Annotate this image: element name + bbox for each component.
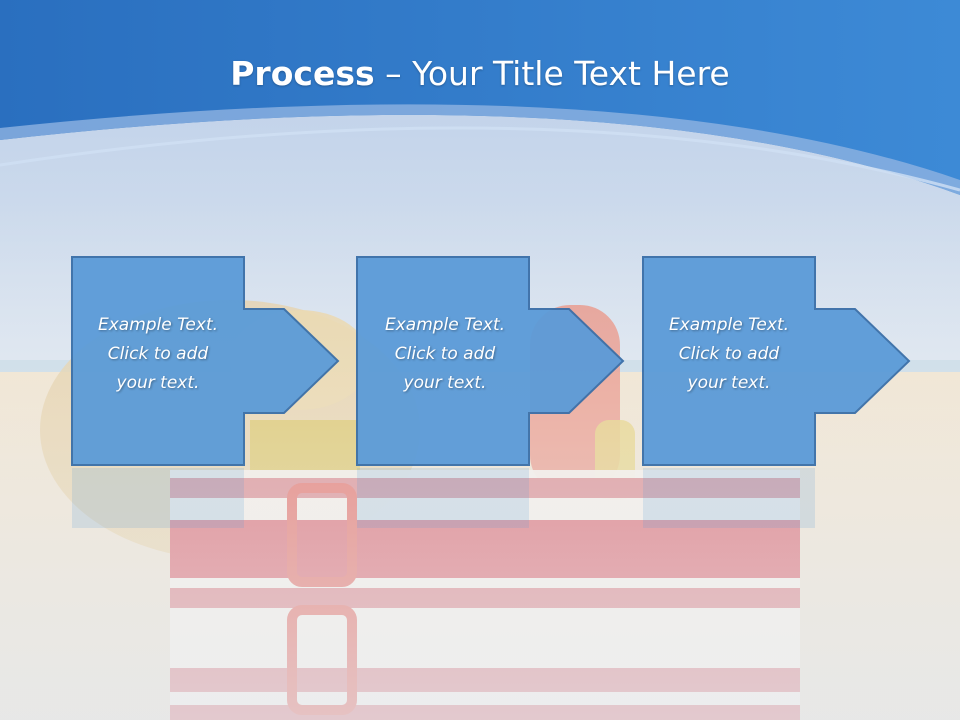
step-3-line-3: your text. bbox=[643, 369, 815, 398]
step-3-line-1: Example Text. bbox=[643, 311, 815, 340]
step-3-line-2: Click to add bbox=[643, 340, 815, 369]
step-2-text[interactable]: Example Text. Click to add your text. bbox=[359, 311, 531, 398]
step-1-line-2: Click to add bbox=[72, 340, 244, 369]
step-1-text[interactable]: Example Text. Click to add your text. bbox=[72, 311, 244, 398]
step-2-line-3: your text. bbox=[359, 369, 531, 398]
step-1-line-1: Example Text. bbox=[72, 311, 244, 340]
step-2-line-2: Click to add bbox=[359, 340, 531, 369]
step-1-line-3: your text. bbox=[72, 369, 244, 398]
step-3-text[interactable]: Example Text. Click to add your text. bbox=[643, 311, 815, 398]
step-2-line-1: Example Text. bbox=[359, 311, 531, 340]
